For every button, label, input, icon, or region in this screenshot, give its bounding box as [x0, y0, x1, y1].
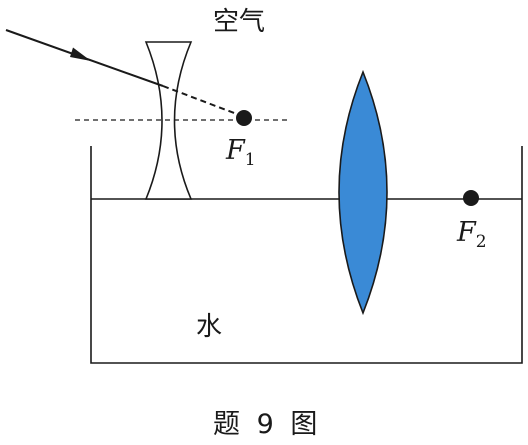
ray-extension-dashed: [162, 85, 243, 117]
focus-label-f1: F1: [225, 135, 256, 170]
focus-label-f1-sub: 1: [245, 150, 256, 170]
focus-label-f2: F2: [456, 217, 487, 252]
figure-caption: 题 9 图: [213, 409, 321, 440]
focus-point-f1: [236, 110, 252, 126]
air-label: 空气: [213, 7, 265, 37]
convex-lens: [338, 69, 388, 316]
focus-label-f2-letter: F: [456, 217, 477, 248]
tank-outline: [90, 146, 523, 364]
focus-label-f1-letter: F: [225, 135, 246, 166]
focus-point-f2: [463, 190, 479, 206]
focus-label-f2-sub: 2: [476, 232, 487, 252]
water-label: 水: [196, 312, 222, 342]
ray-arrow-icon: [70, 47, 91, 61]
